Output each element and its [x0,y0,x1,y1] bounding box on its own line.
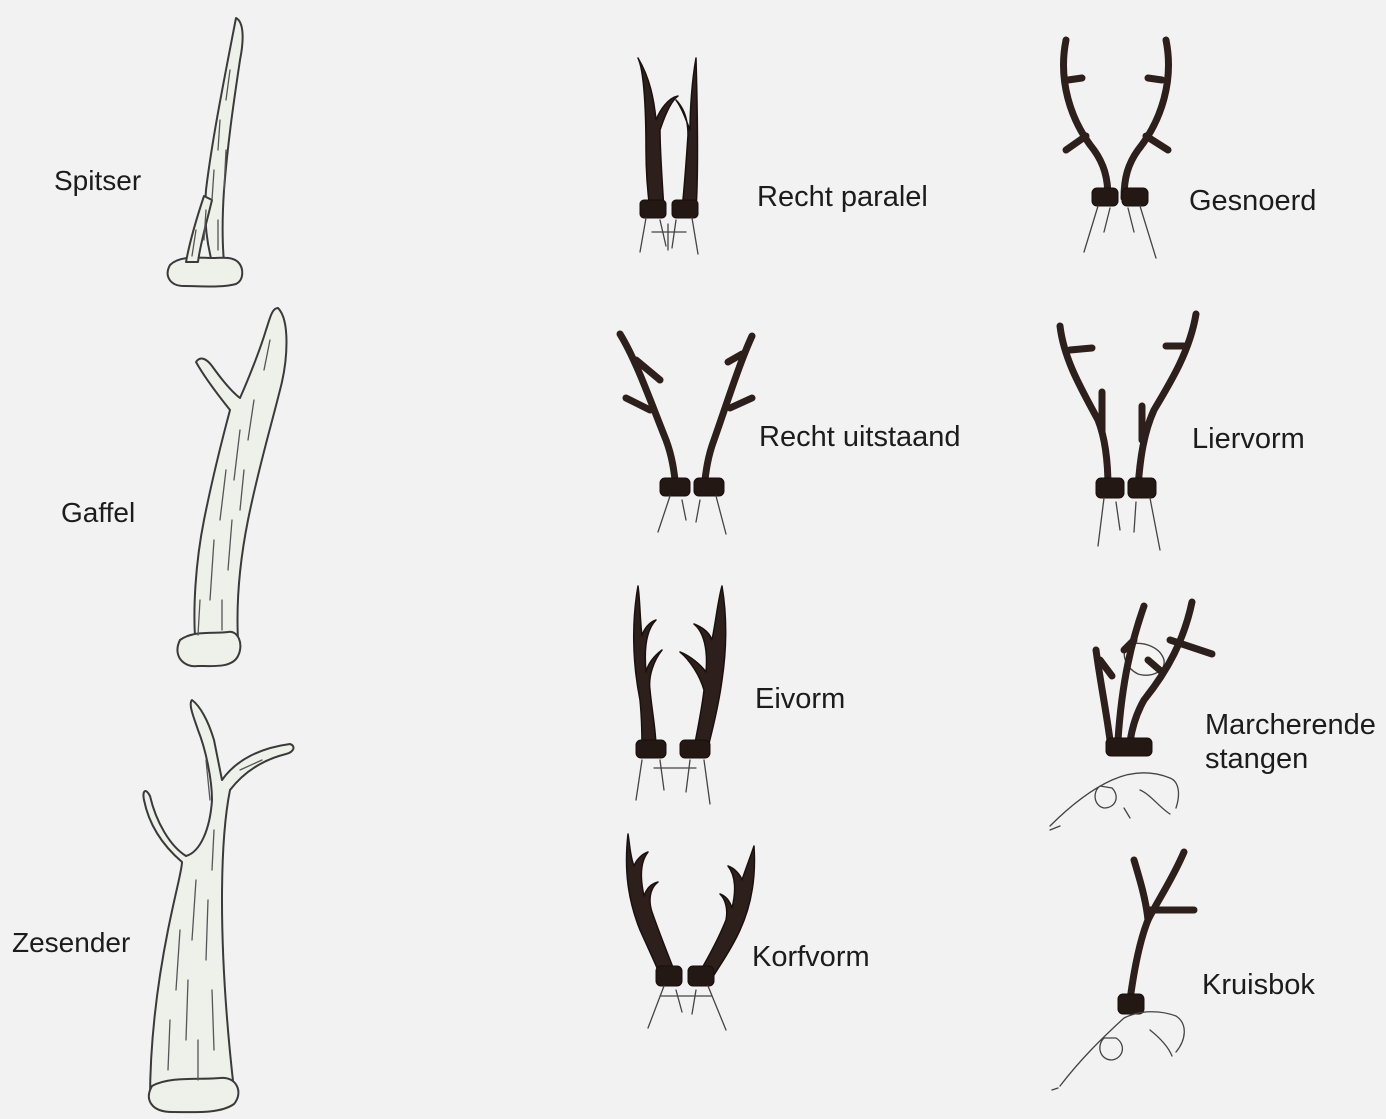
label-gaffel: Gaffel [61,498,135,529]
label-marcherende-stangen: Marcherende stangen [1205,708,1376,776]
eivorm-antler-drawing [634,586,726,804]
korfvorm-antler-drawing [627,834,755,1030]
label-recht-uitstaand: Recht uitstaand [759,422,961,454]
label-recht-paralel: Recht paralel [757,182,928,214]
kruisbok-antler-drawing [1052,852,1194,1090]
label-gesnoerd: Gesnoerd [1189,186,1316,218]
label-eivorm: Eivorm [755,684,845,716]
zesender-antler-drawing [143,700,293,1112]
label-marcherende-line1: Marcherende [1205,708,1376,742]
label-spitser: Spitser [54,166,141,197]
gesnoerd-antler-drawing [1064,40,1169,258]
marcherende-stangen-antler-drawing [1050,602,1212,830]
recht-paralel-antler-drawing [638,58,698,254]
liervorm-antler-drawing [1060,314,1196,550]
gaffel-antler-drawing [177,308,286,666]
label-korfvorm: Korfvorm [752,942,870,974]
label-kruisbok: Kruisbok [1202,970,1315,1002]
label-zesender: Zesender [12,928,130,959]
spitser-antler-drawing [168,18,243,287]
label-marcherende-line2: stangen [1205,742,1376,776]
recht-uitstaand-antler-drawing [620,334,752,534]
label-liervorm: Liervorm [1192,424,1305,456]
